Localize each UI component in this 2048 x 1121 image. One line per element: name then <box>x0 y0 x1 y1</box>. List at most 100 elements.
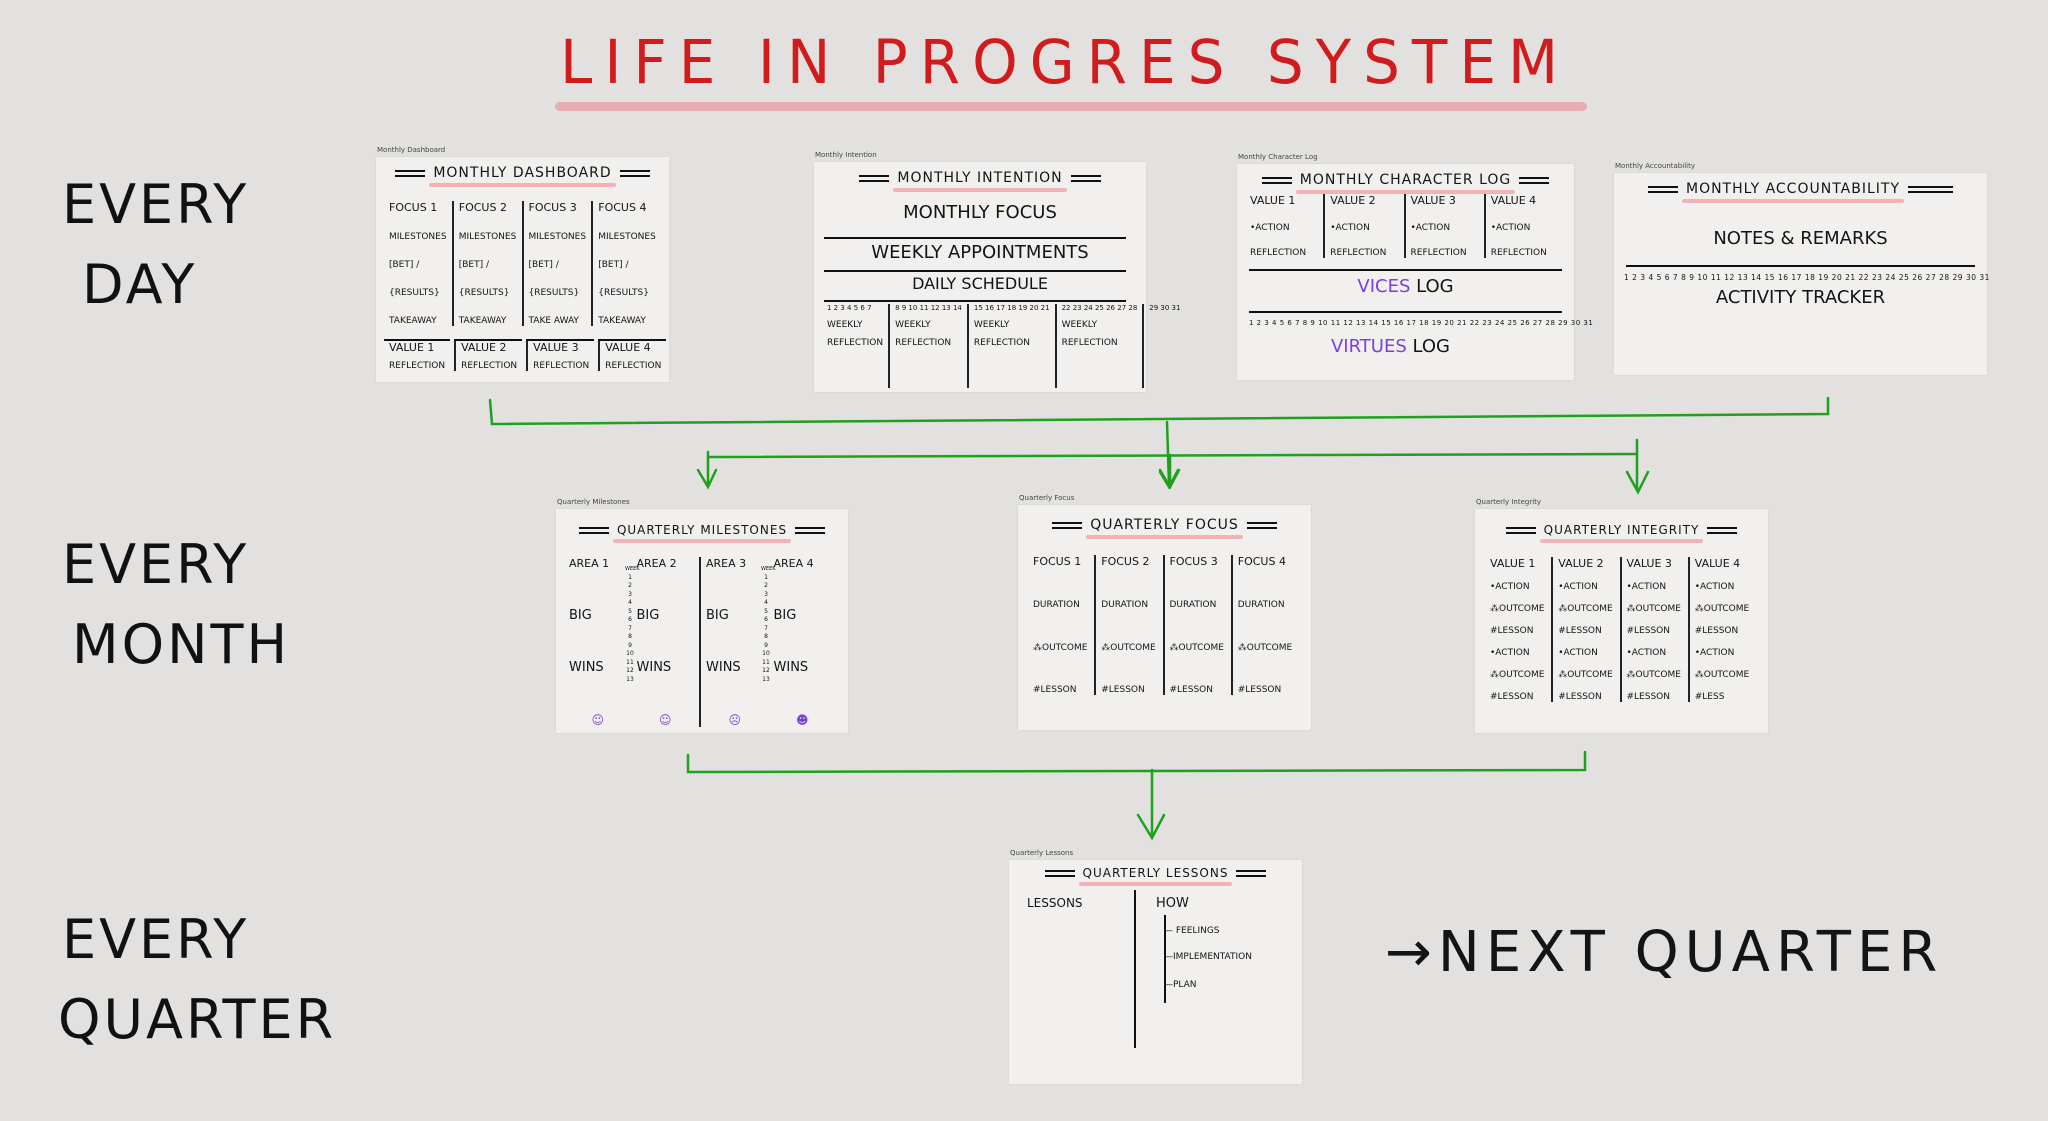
column-item: ⁂OUTCOME <box>1490 604 1545 614</box>
arrow-down-icon <box>1136 768 1166 841</box>
card-quarterly-integrity[interactable]: QUARTERLY INTEGRITY VALUE 1•ACTION⁂OUTCO… <box>1475 509 1768 733</box>
column-item: •ACTION <box>1330 222 1370 233</box>
card-heading: QUARTERLY MILESTONES <box>556 523 848 543</box>
column-item: •ACTION <box>1558 648 1598 658</box>
column-item: •ACTION <box>1626 648 1667 658</box>
freq-line: EVERY <box>62 173 250 236</box>
card-column: VALUE 4 REFLECTION <box>598 339 667 371</box>
column-item: REFLECTION <box>533 361 590 371</box>
column-heading: VALUE 4 <box>605 341 651 354</box>
card-column: VALUE 2•ACTION⁂OUTCOME#LESSON•ACTION⁂OUT… <box>1551 557 1619 702</box>
card-monthly-accountability[interactable]: MONTHLY ACCOUNTABILITY NOTES & REMARKS 1… <box>1614 173 1989 375</box>
card-label: Monthly Intention <box>815 151 877 159</box>
column-item: REFLECTION <box>1410 248 1467 258</box>
column-item: DURATION <box>1169 600 1217 611</box>
week-label: WEEK <box>761 566 776 572</box>
column-item: [BET] / <box>458 260 490 270</box>
freq-line: EVERY <box>62 533 250 596</box>
column-item: BIG <box>773 607 797 623</box>
column-item: ☻ <box>795 712 809 727</box>
card-heading: QUARTERLY INTEGRITY <box>1475 523 1768 543</box>
column-item: REFLECTION <box>1250 248 1307 258</box>
column-heading: VALUE 4 <box>1490 194 1537 207</box>
daily-brace <box>488 396 1830 426</box>
column-item: #LESSON <box>1169 684 1213 695</box>
column-heading: VALUE 3 <box>1626 557 1672 570</box>
column-item: ☹ <box>728 712 741 727</box>
heading-text: QUARTERLY FOCUS <box>1086 517 1243 539</box>
card-label: Monthly Character Log <box>1238 153 1318 161</box>
card-heading: MONTHLY INTENTION <box>814 170 1146 192</box>
column-heading: VALUE 3 <box>1410 194 1456 207</box>
heading-text: MONTHLY ACCOUNTABILITY <box>1681 181 1905 203</box>
column-item: REFLECTION <box>1330 248 1387 258</box>
column-item: TAKEAWAY <box>458 316 507 326</box>
column-item: {RESULTS} <box>598 288 649 298</box>
how-item: — FEELINGS <box>1164 926 1220 936</box>
column-item: WINS <box>773 660 809 676</box>
vices-word: VICES <box>1357 276 1411 297</box>
heading-text: QUARTERLY MILESTONES <box>612 523 792 543</box>
column-item: [BET] / <box>598 260 629 270</box>
column-item: ⁂OUTCOME <box>1694 670 1750 680</box>
column-item: REFLECTION <box>973 338 1030 348</box>
column-heading: AREA 1 <box>569 557 610 570</box>
column-heading: AREA 2 <box>636 557 677 570</box>
virtues-word: VIRTUES <box>1330 336 1407 357</box>
column-item: •ACTION <box>1558 582 1598 592</box>
activity-tracker: ACTIVITY TRACKER <box>1715 287 1886 308</box>
column-heading: VALUE 2 <box>461 341 507 354</box>
column-heading: 29 30 31 <box>1149 304 1181 312</box>
column-item: •ACTION <box>1490 648 1530 658</box>
column-item: REFLECTION <box>1490 248 1547 258</box>
column-heading: FOCUS 4 <box>1237 555 1286 568</box>
card-quarterly-lessons[interactable]: QUARTERLY LESSONS LESSONS HOW — FEELINGS… <box>1009 860 1302 1084</box>
how-column-heading: HOW <box>1156 896 1189 911</box>
column-heading: AREA 3 <box>706 557 747 570</box>
column-heading: FOCUS 3 <box>528 201 577 214</box>
column-item: •ACTION <box>1250 222 1290 233</box>
column-item: BIG <box>636 607 660 623</box>
column-heading: VALUE 2 <box>1330 194 1376 207</box>
column-item: #LESS <box>1694 692 1725 702</box>
card-label: Monthly Dashboard <box>377 146 446 154</box>
column-item: REFLECTION <box>389 361 446 371</box>
card-monthly-intention[interactable]: MONTHLY INTENTION MONTHLY FOCUS WEEKLY A… <box>814 162 1180 392</box>
column-item: #LESSON <box>1558 692 1602 702</box>
card-label: Quarterly Milestones <box>557 498 630 506</box>
column-item: ⁂OUTCOME <box>1237 642 1293 653</box>
next-quarter-label: →NEXT QUARTER <box>1385 920 1944 985</box>
column-item: ☺ <box>591 712 604 727</box>
vices-log: VICES LOG <box>1237 276 1574 297</box>
column-item: REFLECTION <box>605 361 662 371</box>
column-item: #LESSON <box>1101 684 1145 695</box>
page-title: LIFE IN PROGRES SYSTEM <box>560 26 1571 98</box>
how-item: —IMPLEMENTATION <box>1164 952 1252 962</box>
lessons-column-heading: LESSONS <box>1027 896 1083 910</box>
column-item: WEEKLY <box>827 320 863 330</box>
column-item: [BET] / <box>389 260 420 270</box>
column-heading: 1 2 3 4 5 6 7 <box>827 304 872 312</box>
monthly-focus: MONTHLY FOCUS <box>903 202 1057 223</box>
column-item: ⁂OUTCOME <box>1490 670 1545 680</box>
how-item-text: IMPLEMENTATION <box>1173 952 1252 962</box>
freq-line: EVERY <box>62 908 250 971</box>
card-label: Quarterly Lessons <box>1010 849 1074 857</box>
column-heading: FOCUS 2 <box>458 201 507 214</box>
